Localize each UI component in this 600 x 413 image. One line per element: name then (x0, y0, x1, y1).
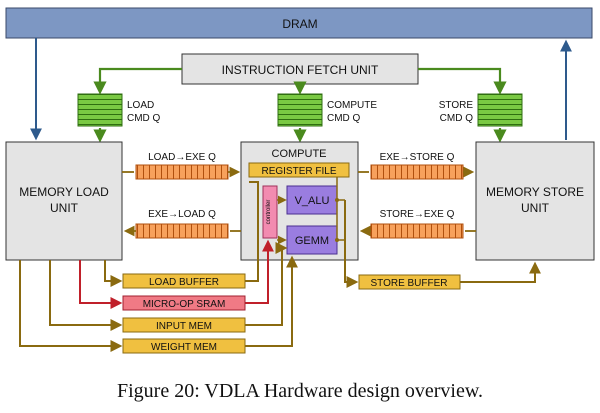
compute-cmd-queue: COMPUTE CMD Q (277, 93, 377, 127)
load-unit-label-1: MEMORY LOAD (19, 185, 109, 199)
valu-label: V_ALU (295, 195, 330, 207)
input-mem: INPUT MEM (122, 317, 246, 333)
store-buffer-label: STORE BUFFER (370, 278, 447, 289)
dispatch-arrows (93, 67, 507, 143)
controller-label: controller (266, 200, 272, 225)
memory-store-unit: MEMORY STORE UNIT (475, 141, 595, 261)
load-cmd-q-label-2: CMD Q (127, 113, 161, 124)
store-buffer: STORE BUFFER (358, 274, 461, 290)
memory-load-unit: MEMORY LOAD UNIT (5, 141, 123, 261)
micro-op-sram: MICRO-OP SRAM (122, 295, 246, 311)
store-unit-label-2: UNIT (521, 201, 550, 215)
dram-block: DRAM (5, 7, 593, 39)
load-buffer: LOAD BUFFER (122, 273, 246, 289)
store-unit-label-1: MEMORY STORE (486, 185, 584, 199)
dram-label: DRAM (282, 17, 317, 31)
register-file-label: REGISTER FILE (261, 166, 336, 177)
weight-mem: WEIGHT MEM (122, 338, 246, 354)
exe-to-load-queue: EXE→LOAD Q (123, 209, 241, 239)
compute-block: COMPUTE REGISTER FILE controller V_ALU G… (240, 141, 359, 261)
store-cmd-q-label-2: CMD Q (440, 113, 474, 124)
fetch-label: INSTRUCTION FETCH UNIT (222, 63, 379, 77)
memory-wiring (19, 181, 541, 352)
load-to-exe-queue: LOAD→EXE Q (122, 152, 241, 180)
exe-to-store-label: EXE→STORE Q (380, 152, 455, 163)
store-to-exe-queue: STORE→EXE Q (359, 209, 476, 239)
compute-label: COMPUTE (272, 148, 327, 160)
load-buffer-label: LOAD BUFFER (149, 277, 219, 288)
figure-caption: Figure 20: VDLA Hardware design overview… (117, 380, 483, 402)
exe-to-store-queue: EXE→STORE Q (358, 152, 475, 180)
load-cmd-queue: LOAD CMD Q (77, 93, 161, 127)
valu-unit (286, 185, 338, 215)
input-mem-label: INPUT MEM (156, 321, 212, 332)
compute-cmd-q-label-1: COMPUTE (327, 100, 377, 111)
micro-op-sram-label: MICRO-OP SRAM (143, 299, 226, 310)
weight-mem-label: WEIGHT MEM (151, 342, 217, 353)
exe-to-load-label: EXE→LOAD Q (148, 209, 216, 220)
store-cmd-queue: STORE CMD Q (439, 93, 523, 127)
load-to-exe-label: LOAD→EXE Q (148, 152, 216, 163)
load-cmd-q-label-1: LOAD (127, 100, 154, 111)
register-file (248, 162, 350, 178)
compute-cmd-q-label-2: CMD Q (327, 113, 361, 124)
store-cmd-q-label-1: STORE (439, 100, 474, 111)
controller (262, 185, 278, 239)
store-to-exe-label: STORE→EXE Q (380, 209, 455, 220)
load-unit-label-2: UNIT (50, 201, 79, 215)
instruction-fetch-unit: INSTRUCTION FETCH UNIT (181, 53, 419, 85)
gemm-label: GEMM (295, 235, 329, 247)
